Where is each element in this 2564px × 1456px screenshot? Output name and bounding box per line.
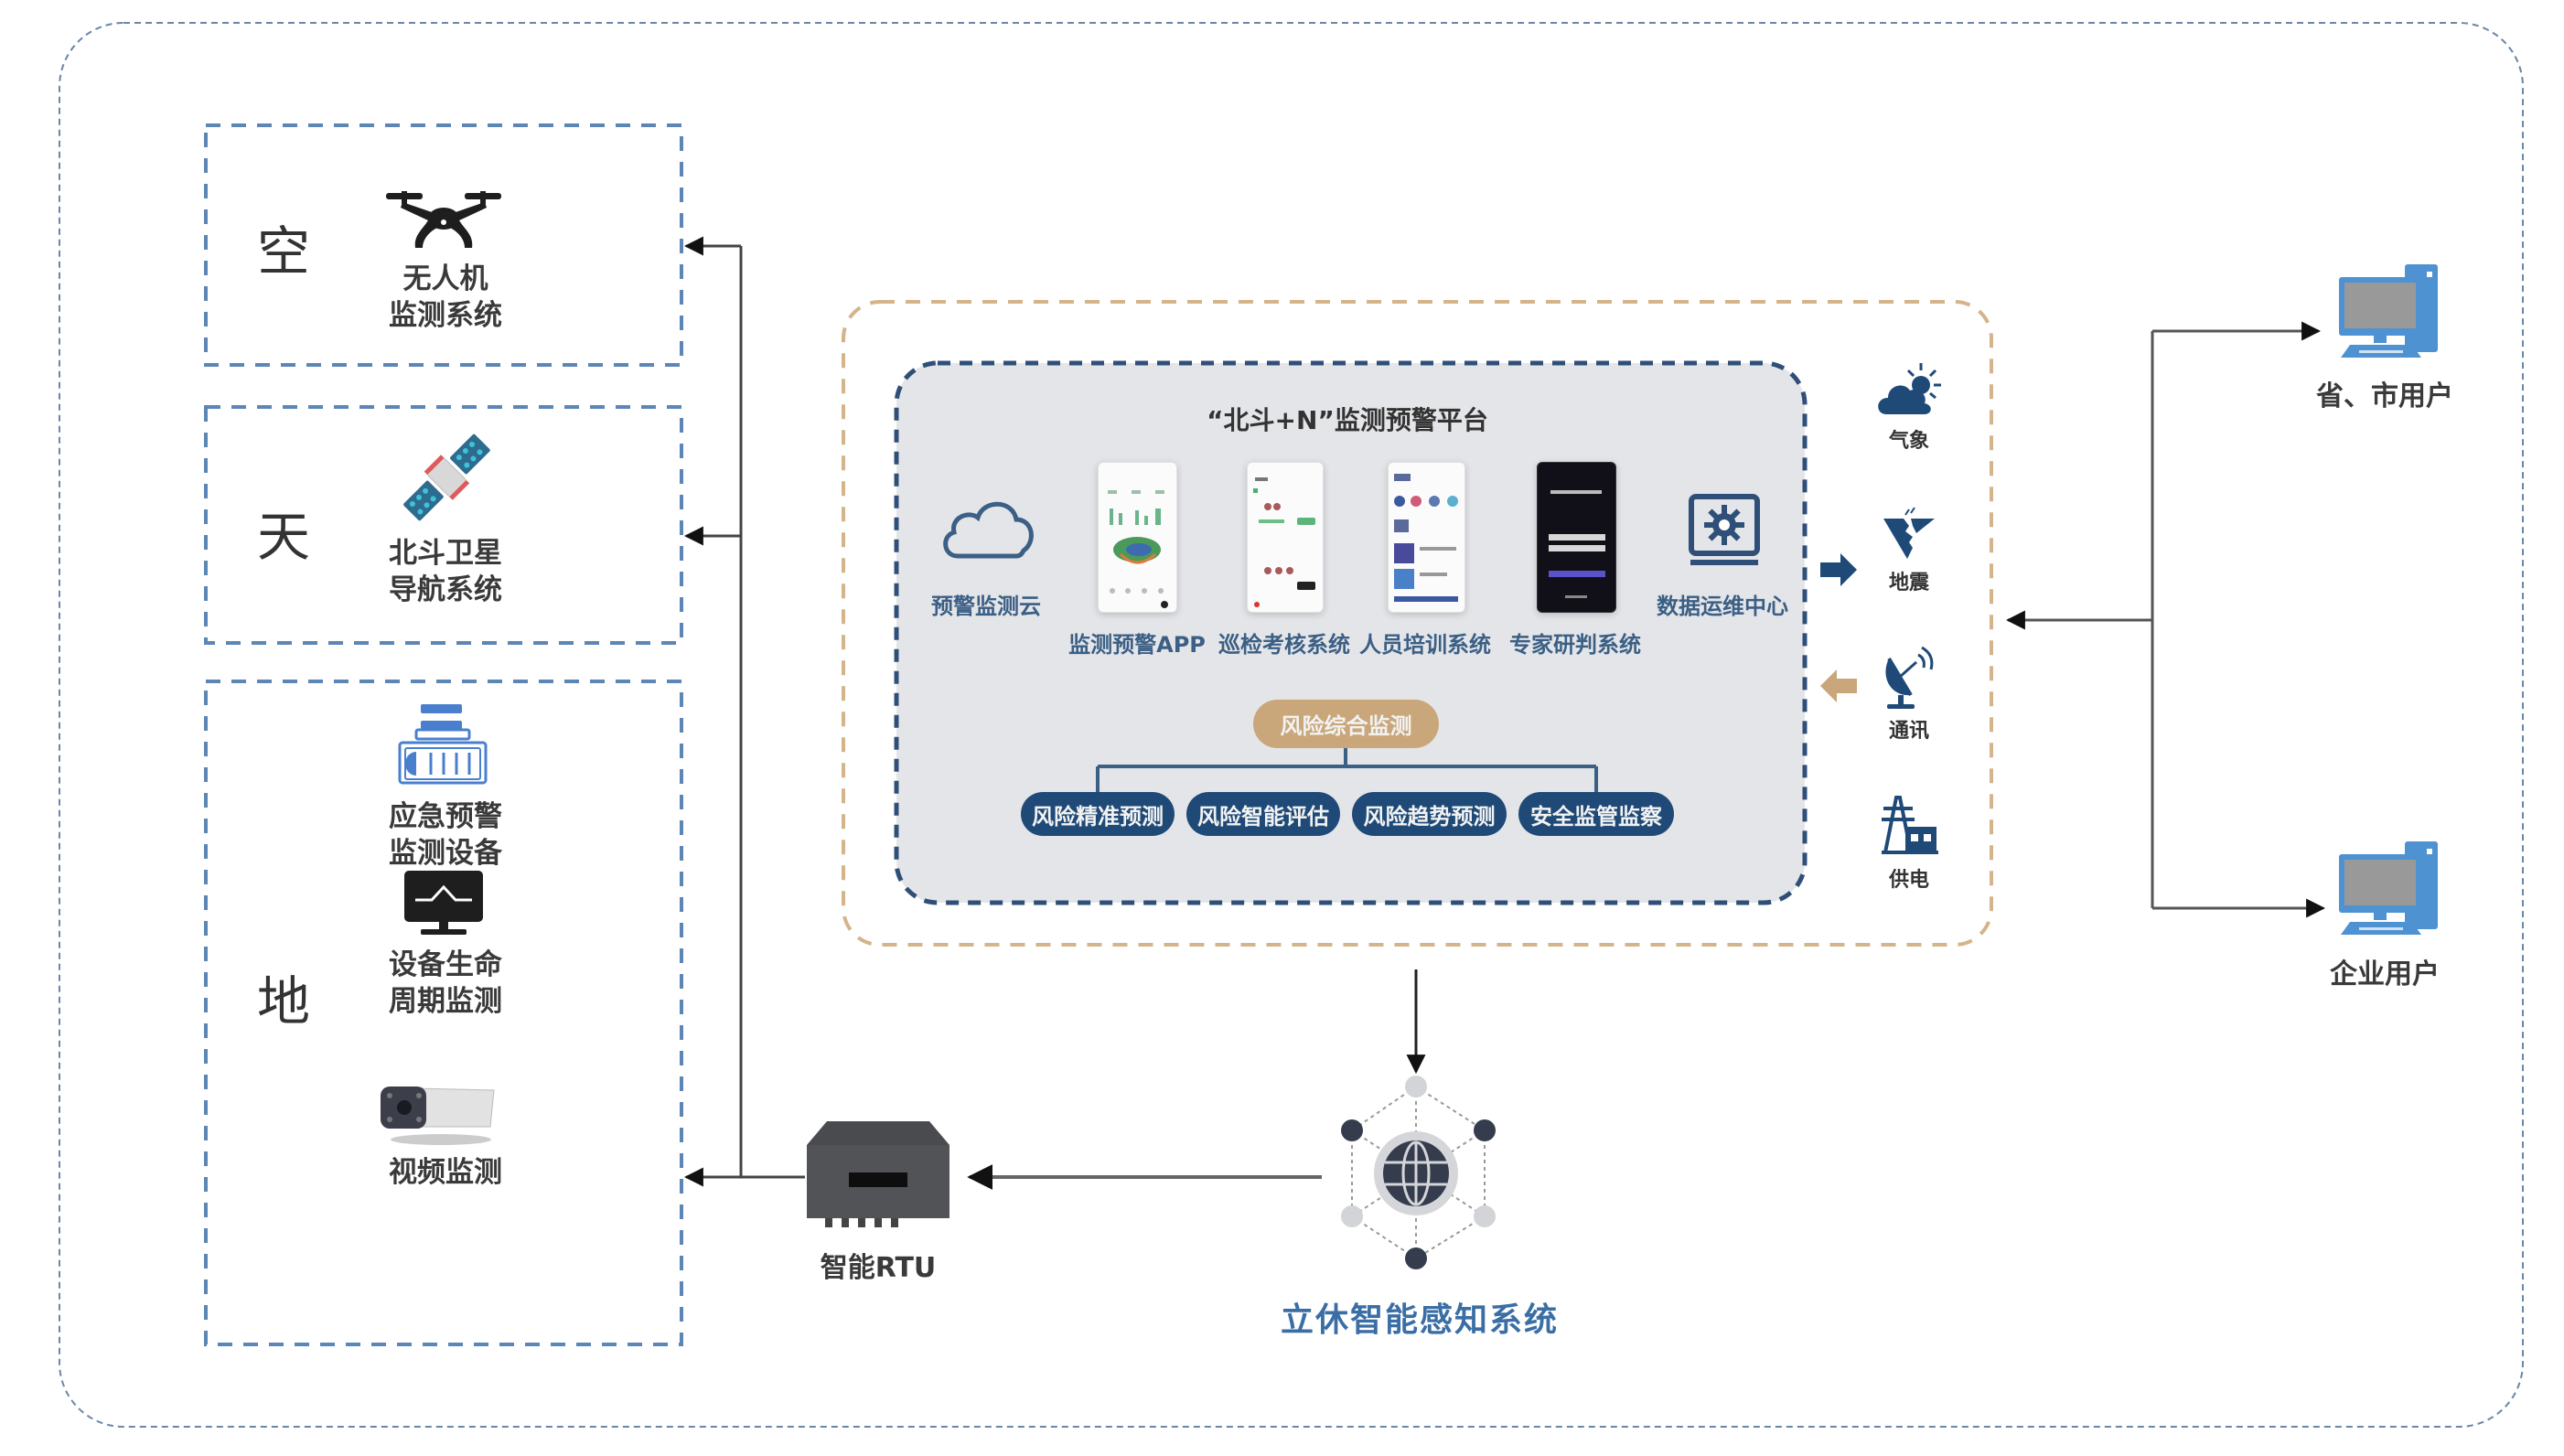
drone-icon bbox=[386, 191, 501, 248]
drone-label-line2: 监测系统 bbox=[389, 299, 502, 332]
outer-frame bbox=[59, 22, 2524, 1428]
app-screenshot-training bbox=[1388, 462, 1465, 613]
tier-label-ground: 地 bbox=[256, 970, 310, 1033]
gear-monitor-icon bbox=[1689, 494, 1760, 565]
risk-sub-pill: 风险精准预测 bbox=[1021, 792, 1175, 836]
camera-icon bbox=[381, 1087, 495, 1145]
tier-box-ground bbox=[204, 680, 683, 1346]
rtu-device-icon bbox=[807, 1121, 949, 1227]
emergency-device-label-line1: 应急预警 bbox=[389, 800, 502, 833]
app-label-training: 人员培训系统 bbox=[1359, 632, 1491, 658]
camera-label: 视频监测 bbox=[389, 1154, 502, 1191]
satellite-label: 北斗卫星 导航系统 bbox=[389, 535, 502, 608]
drone-label: 无人机 监测系统 bbox=[389, 261, 502, 334]
monitor-pulse-icon bbox=[404, 871, 483, 935]
platform-users-connector bbox=[2005, 321, 2326, 918]
monitor-pulse-label-line2: 周期监测 bbox=[389, 985, 502, 1018]
risk-sub-pill: 风险趋势预测 bbox=[1352, 792, 1507, 836]
risk-sub-pill: 安全监管监察 bbox=[1518, 792, 1674, 836]
data-out-arrow-icon bbox=[1820, 669, 1857, 702]
rtu-label: 智能RTU bbox=[820, 1252, 937, 1284]
camera-label-line1: 视频监测 bbox=[389, 1156, 502, 1189]
cloud-icon bbox=[943, 501, 1034, 559]
emergency-device-label-line2: 监测设备 bbox=[389, 837, 502, 870]
communication-label: 通讯 bbox=[1888, 720, 1930, 743]
data-in-arrow-icon bbox=[1820, 553, 1857, 586]
tier-label-space: 天 bbox=[256, 506, 310, 568]
monitor-pulse-label: 设备生命 周期监测 bbox=[389, 947, 502, 1020]
risk-main-pill: 风险综合监测 bbox=[1253, 700, 1439, 748]
data-ops-label: 数据运维中心 bbox=[1657, 594, 1788, 619]
risk-sub-pill: 风险智能评估 bbox=[1186, 792, 1340, 836]
weather-label: 气象 bbox=[1888, 430, 1930, 453]
drone-label-line1: 无人机 bbox=[402, 262, 488, 295]
power-tower-icon bbox=[1882, 796, 1938, 854]
app-screenshot-expert bbox=[1537, 462, 1616, 613]
computer-icon bbox=[2339, 264, 2438, 358]
app-label-expert: 专家研判系统 bbox=[1509, 632, 1641, 658]
app-screenshot-monitoring bbox=[1098, 462, 1177, 613]
emergency-device-icon bbox=[398, 704, 488, 785]
province-user-label: 省、市用户 bbox=[2316, 380, 2453, 412]
power-label: 供电 bbox=[1888, 869, 1930, 892]
satellite-dish-icon bbox=[1885, 646, 1934, 709]
weather-icon bbox=[1878, 363, 1941, 414]
sensing-system-label: 立休智能感知系统 bbox=[1280, 1301, 1560, 1339]
rtu-to-tiers-connector bbox=[683, 236, 805, 1187]
app-label-monitoring: 监测预警APP bbox=[1068, 632, 1206, 658]
enterprise-user-label: 企业用户 bbox=[2330, 958, 2440, 990]
satellite-label-line1: 北斗卫星 bbox=[389, 537, 502, 570]
app-label-inspection: 巡检考核系统 bbox=[1218, 632, 1350, 658]
satellite-icon bbox=[403, 434, 490, 521]
tier-box-space bbox=[204, 405, 683, 645]
earthquake-icon bbox=[1883, 507, 1935, 559]
satellite-label-line2: 导航系统 bbox=[389, 573, 502, 606]
app-screenshot-inspection bbox=[1247, 462, 1324, 613]
tier-label-air: 空 bbox=[256, 220, 310, 283]
earthquake-label: 地震 bbox=[1888, 572, 1930, 594]
computer-icon bbox=[2339, 841, 2438, 935]
platform-title: “北斗+N”监测预警平台 bbox=[1207, 405, 1488, 435]
cloud-label: 预警监测云 bbox=[931, 594, 1041, 619]
network-globe-icon bbox=[1341, 1076, 1496, 1269]
risk-tree-connector bbox=[1096, 748, 1598, 792]
tier-box-air bbox=[204, 123, 683, 367]
monitor-pulse-label-line1: 设备生命 bbox=[389, 948, 502, 981]
platform-outer-frame bbox=[842, 300, 1993, 947]
emergency-device-label: 应急预警 监测设备 bbox=[389, 798, 502, 872]
